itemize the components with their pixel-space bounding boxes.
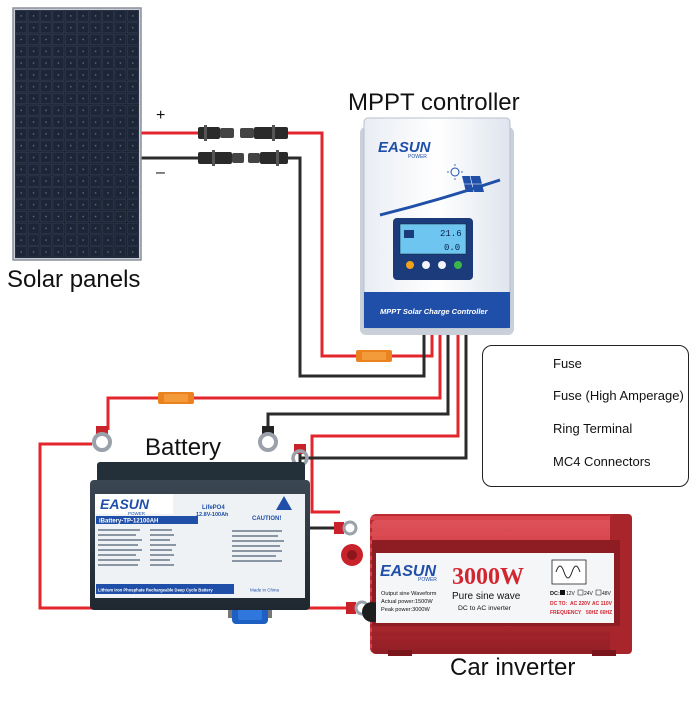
ring-terminal-battery-pos	[92, 426, 112, 452]
label-minus: –	[156, 164, 165, 181]
inverter-dc-to: DC TO:	[550, 601, 567, 607]
mc4-connector-negative	[198, 150, 288, 166]
inverter-frequency: FREQUENCY	[550, 610, 582, 616]
label-mppt-controller: MPPT controller	[348, 89, 520, 116]
legend-label-fuse: Fuse	[553, 356, 582, 371]
inverter-dc-options: 12V 24V 48V	[560, 589, 612, 597]
pv-positive-run	[288, 131, 434, 358]
inverter-ac-110: AC 110V	[592, 601, 613, 607]
label-solar-panels: Solar panels	[7, 266, 141, 293]
battery-chem: LifePO4	[202, 505, 225, 511]
inverter-spec-2: Actual power:1500W	[381, 599, 433, 605]
inverter-wave: Pure sine wave	[452, 591, 521, 602]
battery-model: iBattery-TP-12100AH	[99, 519, 158, 525]
ring-terminal-battery-neg	[258, 426, 278, 452]
inverter-freq-50: 50HZ	[586, 610, 598, 616]
mc4-connector-positive	[198, 125, 288, 141]
controller-brand-sub: POWER	[408, 154, 427, 160]
battery-spec-lines	[98, 529, 284, 566]
dc-option-48v: 48V	[602, 591, 612, 597]
inverter-brand-sub: POWER	[418, 577, 437, 583]
controller-button-2[interactable]	[422, 261, 430, 269]
battery: EASUN POWER LifePO4 12.8V-100Ah iBattery…	[90, 462, 310, 610]
inverter-dc-label: DC:	[550, 591, 560, 597]
ring-terminal-inverter-pos	[334, 520, 358, 536]
inverter-brand: EASUN	[380, 563, 436, 580]
inverter-freq-60: 60HZ	[600, 610, 612, 616]
battery-positive-run	[106, 330, 442, 430]
load-positive-run	[310, 330, 460, 514]
controller-footer: MPPT Solar Charge Controller	[380, 307, 489, 316]
pv-negative-run	[288, 156, 426, 378]
label-plus: +	[156, 107, 166, 124]
battery-footer: Lithium Iron Phosphate Rechargeable Deep…	[98, 588, 213, 593]
inverter-power: 3000W	[452, 564, 524, 590]
battery-rating: 12.8V-100Ah	[196, 512, 229, 518]
legend-box: Fuse Fuse (High Amperage) Ring Terminal …	[482, 345, 689, 487]
controller-button-4[interactable]	[454, 261, 462, 269]
battery-warning-icon	[276, 496, 292, 510]
dc-option-12v: 12V	[566, 591, 576, 597]
controller-display-bottom: 0.0	[444, 243, 460, 253]
dc-option-24v: 24V	[584, 591, 594, 597]
controller-button-1[interactable]	[406, 261, 414, 269]
mppt-controller: EASUN POWER 21.6 0.0 MPPT Solar Charge C…	[360, 117, 514, 335]
battery-caution: CAUTION!	[252, 516, 281, 522]
battery-made-in: Made in China	[250, 588, 280, 593]
battery-brand: EASUN	[100, 496, 150, 512]
controller-brand: EASUN	[378, 139, 432, 156]
legend-label-ring-terminal: Ring Terminal	[553, 421, 633, 436]
controller-button-3[interactable]	[438, 261, 446, 269]
controller-display-top: 21.6	[440, 229, 462, 239]
inverter-ac-220: AC 220V	[570, 601, 591, 607]
legend-label-high-amperage-fuse: Fuse (High Amperage)	[553, 388, 684, 403]
inverter-spec-1: Output sine Waveform	[381, 591, 437, 597]
battery-negative-run	[266, 330, 450, 432]
label-battery: Battery	[145, 434, 222, 461]
car-inverter: EASUN POWER 3000W Output sine Waveform A…	[341, 514, 632, 656]
battery-brand-sub: POWER	[128, 511, 146, 516]
solar-panel	[12, 7, 142, 261]
fuse-pv	[356, 350, 392, 362]
inverter-subtitle: DC to AC inverter	[458, 605, 512, 612]
sine-wave-icon	[555, 565, 581, 579]
legend-label-mc4-connectors: MC4 Connectors	[553, 454, 651, 469]
label-car-inverter: Car inverter	[450, 654, 576, 681]
fuse-battery	[158, 392, 194, 404]
inverter-spec-3: Peak power:3000W	[381, 607, 431, 613]
